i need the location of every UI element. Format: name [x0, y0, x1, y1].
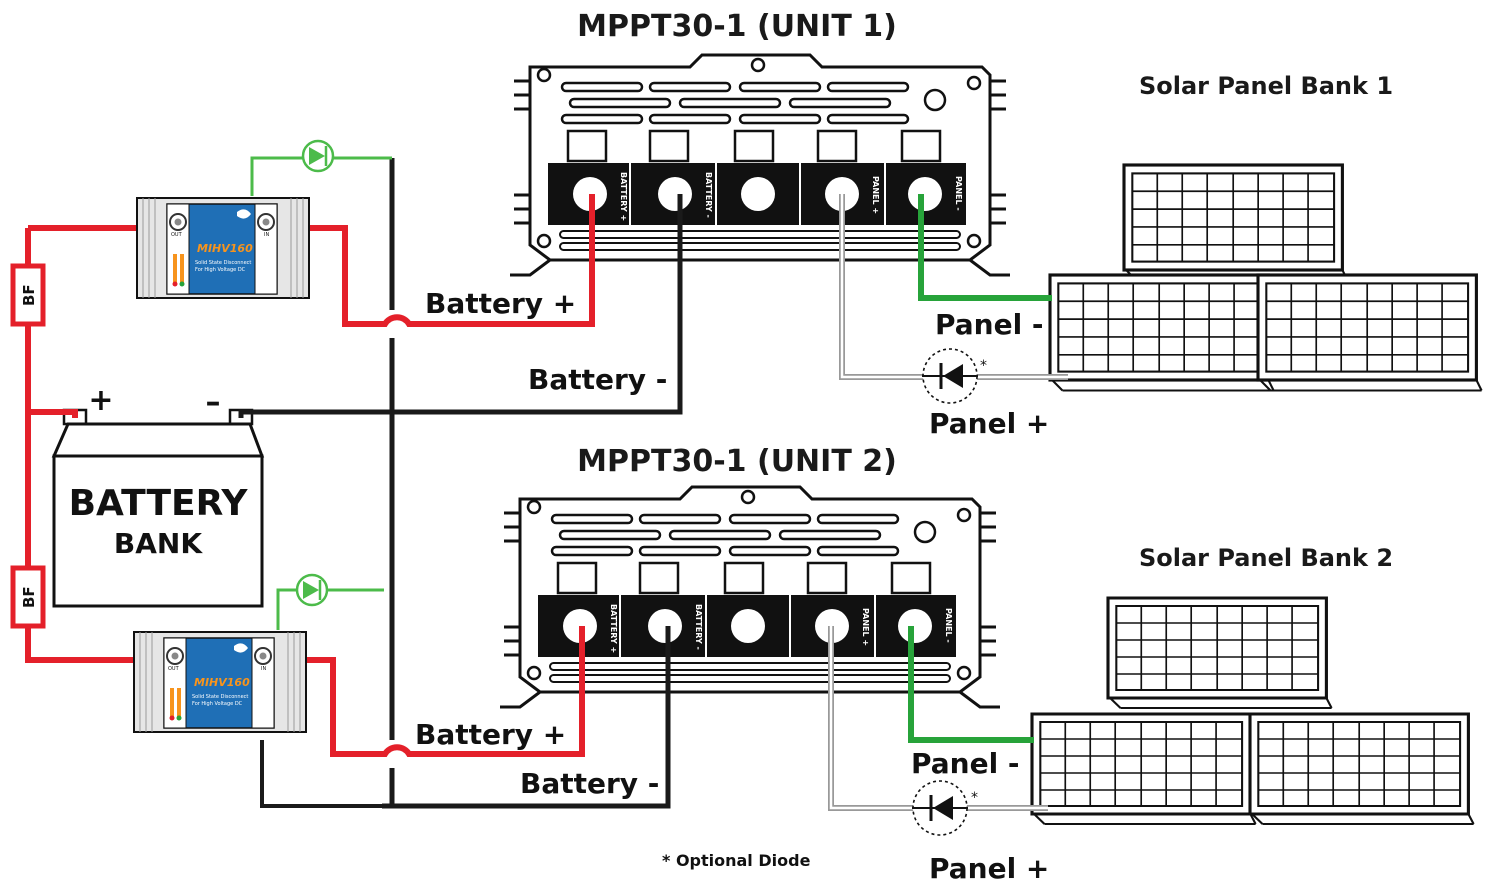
disconnect-1: MIHV160 OUT IN Solid State Disconnect Fo…	[136, 197, 310, 299]
disconnect-2: MIHV160 OUT IN Solid State Disconnect Fo…	[133, 631, 307, 733]
label-u2-battery-neg: Battery -	[520, 767, 659, 800]
battery-bank: BATTERY BANK + –	[51, 383, 265, 608]
label-u1-panel-neg: Panel -	[935, 308, 1044, 341]
controller-2-title: MPPT30-1 (UNIT 2)	[577, 444, 897, 479]
led-indicator-2	[295, 573, 329, 607]
label-u1-battery-neg: Battery -	[528, 363, 667, 396]
label-u2-battery-pos: Battery +	[415, 718, 566, 751]
terminal-label-battery-neg-2: BATTERY -	[694, 604, 703, 650]
disconnect-2-out: OUT	[168, 666, 180, 672]
fuse-2-label: BF	[20, 586, 38, 608]
battery-label-line2: BANK	[114, 527, 203, 560]
optional-diode-1: *	[922, 348, 987, 404]
optional-diode-2: *	[912, 780, 978, 836]
disconnect-2-desc2: For High Voltage DC	[192, 701, 243, 707]
led-indicator-1	[301, 139, 335, 173]
disconnect-2-model: MIHV160	[194, 676, 250, 689]
disconnect-1-out: OUT	[171, 232, 183, 238]
terminal-label-panel-neg-2: PANEL -	[944, 608, 953, 643]
disconnect-2-in: IN	[261, 666, 266, 672]
mppt-controller-1: BATTERY + BATTERY - PANEL + PANEL -	[508, 53, 1012, 277]
terminal-label-battery-pos-2: BATTERY +	[609, 604, 618, 653]
mppt-controller-2: BATTERY + BATTERY - PANEL + PANEL -	[498, 485, 1002, 709]
disconnect-1-desc2: For High Voltage DC	[195, 267, 246, 273]
disconnect-1-model: MIHV160	[197, 242, 253, 255]
terminal-label-panel-neg-1: PANEL -	[954, 176, 963, 211]
panel-bank-1-label: Solar Panel Bank 1	[1139, 72, 1393, 100]
terminal-label-battery-pos-1: BATTERY +	[619, 172, 628, 221]
wiring	[25, 156, 1068, 811]
terminal-label-panel-pos-2: PANEL +	[861, 608, 870, 646]
battery-positive-sign: +	[88, 383, 113, 418]
label-u1-battery-pos: Battery +	[425, 287, 576, 320]
controller-1-title: MPPT30-1 (UNIT 1)	[577, 9, 897, 44]
solar-panel-bank-1	[1048, 163, 1484, 393]
terminal-label-panel-pos-1: PANEL +	[871, 176, 880, 214]
diode-2-asterisk: *	[971, 790, 978, 806]
label-u1-panel-pos: Panel +	[929, 407, 1049, 440]
battery-label-line1: BATTERY	[69, 483, 249, 524]
label-u2-panel-neg: Panel -	[911, 747, 1020, 780]
footnote: * Optional Diode	[662, 851, 811, 870]
fuse-1-label: BF	[20, 284, 38, 306]
fuse-2: BF	[10, 565, 46, 629]
battery-negative-sign: –	[206, 385, 221, 420]
solar-panel-bank-2	[1030, 596, 1476, 826]
disconnect-1-in: IN	[264, 232, 269, 238]
disconnect-1-desc1: Solid State Disconnect	[195, 260, 251, 266]
label-u2-panel-pos: Panel +	[929, 852, 1049, 882]
terminal-label-battery-neg-1: BATTERY -	[704, 172, 713, 218]
diode-1-asterisk: *	[980, 358, 987, 374]
fuse-1: BF	[10, 263, 46, 327]
panel-bank-2-label: Solar Panel Bank 2	[1139, 544, 1393, 572]
disconnect-2-desc1: Solid State Disconnect	[192, 694, 248, 700]
